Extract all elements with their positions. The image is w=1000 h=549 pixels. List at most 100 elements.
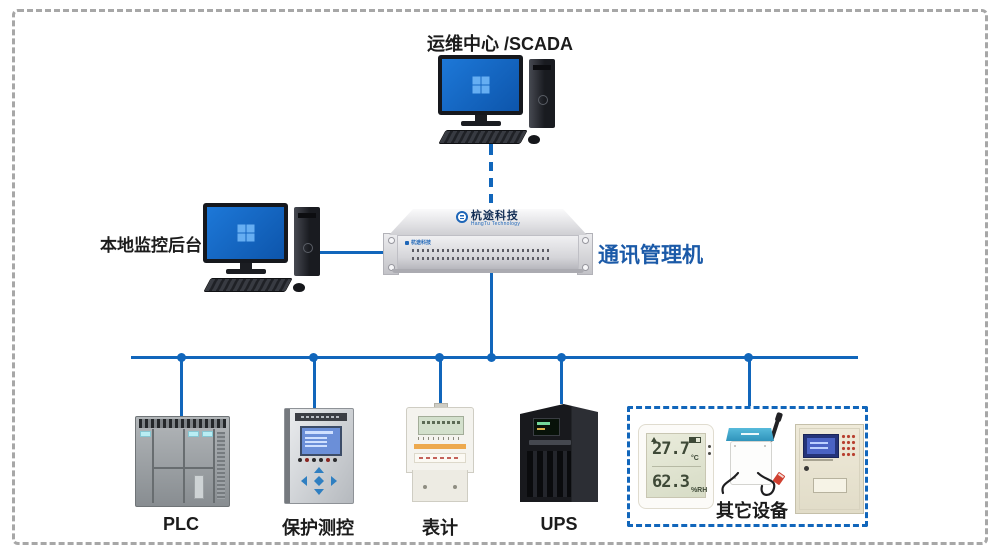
plc-vents xyxy=(139,419,226,428)
panel-round-button xyxy=(804,466,809,471)
device-label-meter: 表计 xyxy=(422,518,458,538)
comm-manager-title: 通讯管理机 xyxy=(598,244,703,267)
ups-display xyxy=(533,418,560,436)
plc-module-divider xyxy=(154,467,213,469)
brand-logo-text: 杭途科技 HangTu Technology xyxy=(471,211,520,227)
monitor-icon xyxy=(438,55,523,115)
brand-logo: 杭途科技 HangTu Technology xyxy=(389,211,587,227)
screw-icon xyxy=(423,485,427,489)
plc-label-chip xyxy=(188,431,199,437)
plc-module-divider xyxy=(183,429,185,503)
device-label-others: 其它设备 xyxy=(716,501,788,521)
other-devices-group-box xyxy=(627,406,868,527)
scada-title: 运维中心 /SCADA xyxy=(426,34,574,54)
keyboard-icon xyxy=(203,278,293,292)
bus-junction-dot xyxy=(309,353,318,362)
device-label-protection: 保护测控 xyxy=(282,518,354,538)
alarm-control-panel-device xyxy=(795,424,864,514)
link-scada-comm-dashed xyxy=(489,146,493,210)
monitor-icon xyxy=(203,203,288,263)
drop-line-protection xyxy=(313,358,316,408)
humidity-value: 62.3 xyxy=(652,471,690,492)
plc-label-chip xyxy=(202,431,213,437)
transmitter-cap xyxy=(726,428,774,441)
plc-module-divider xyxy=(152,429,154,503)
brand-subtitle: HangTu Technology xyxy=(470,221,521,227)
monitor-screen xyxy=(207,207,284,259)
rack-front-face: 杭途科技 xyxy=(392,235,584,273)
relay-nameplate xyxy=(295,413,347,421)
front-brand-label: 杭途科技 xyxy=(405,239,431,246)
link-local-comm xyxy=(316,251,384,254)
scada-computer xyxy=(438,55,556,145)
panel-lcd-screen xyxy=(803,434,839,458)
drop-line-ups xyxy=(560,358,563,404)
panel-label-slot xyxy=(813,478,847,493)
bus-junction-dot xyxy=(435,353,444,362)
monitor-stand xyxy=(240,263,252,270)
device-label-ups: UPS xyxy=(540,514,578,534)
protection-relay-device xyxy=(284,408,354,504)
sensor-side-buttons xyxy=(708,445,711,457)
humidity-unit: %RH xyxy=(690,487,708,494)
port-row xyxy=(412,249,550,252)
bus-junction-dot xyxy=(744,353,753,362)
plc-module-divider xyxy=(213,429,215,503)
plc-slot xyxy=(194,475,204,499)
rack-top-face: 杭途科技 HangTu Technology xyxy=(389,209,587,235)
meter-terminal-cover xyxy=(412,470,468,502)
drop-line-meter xyxy=(439,358,442,407)
bus-junction-dot xyxy=(177,353,186,362)
local-monitor-title: 本地监控后台 xyxy=(100,236,202,255)
ups-device xyxy=(520,404,598,502)
windows-logo-icon xyxy=(472,76,489,94)
bus-junction-dot xyxy=(487,353,496,362)
relay-lcd-screen xyxy=(300,426,342,456)
panel-keypad xyxy=(841,434,856,458)
ups-vents xyxy=(527,451,571,497)
mouse-icon xyxy=(528,135,540,144)
drop-line-plc xyxy=(180,358,183,416)
wireless-transmitter-device xyxy=(716,416,792,504)
comm-manager-device: 杭途科技 HangTu Technology 杭途科技 xyxy=(383,209,593,275)
monitor-screen xyxy=(442,59,519,111)
rack-ear-right xyxy=(577,233,593,275)
temperature-reading: 27.7 °C xyxy=(652,434,701,466)
temp-humidity-sensor-device: 27.7 °C 62.3 %RH xyxy=(638,424,714,509)
meter-lcd-screen xyxy=(418,416,464,435)
panel-label-line xyxy=(803,459,833,461)
relay-buttons xyxy=(298,458,337,462)
plc-device xyxy=(135,416,230,507)
keyboard-icon xyxy=(438,130,528,144)
port-row xyxy=(412,257,550,260)
bus-junction-dot xyxy=(557,353,566,362)
monitor-base xyxy=(226,269,266,274)
pc-tower-icon xyxy=(294,207,320,276)
brand-logo-icon xyxy=(456,211,468,223)
person-icon xyxy=(651,437,657,442)
plc-side-vents xyxy=(217,432,225,499)
monitor-base xyxy=(461,121,501,126)
cables xyxy=(721,471,776,496)
battery-icon xyxy=(689,437,701,443)
meter-register-marks xyxy=(418,437,462,440)
windows-logo-icon xyxy=(237,224,254,242)
temperature-unit: °C xyxy=(690,454,699,462)
pc-tower-icon xyxy=(529,59,555,128)
meter-body xyxy=(406,407,474,473)
link-comm-bus xyxy=(490,273,493,358)
diagram-border xyxy=(12,9,988,545)
energy-meter-device xyxy=(406,403,474,502)
local-monitor-computer xyxy=(203,203,321,293)
humidity-reading: 62.3 %RH xyxy=(652,465,707,499)
screw-icon xyxy=(453,485,457,489)
ups-panel-strip xyxy=(529,440,571,445)
plc-label-chip xyxy=(140,431,151,437)
panel-inner-frame xyxy=(799,428,860,510)
relay-arrow-keypad xyxy=(301,467,337,495)
device-label-plc: PLC xyxy=(163,514,199,534)
sensor-lcd-screen: 27.7 °C 62.3 %RH xyxy=(646,433,707,499)
drop-line-others xyxy=(748,358,751,406)
monitor-stand xyxy=(475,115,487,122)
